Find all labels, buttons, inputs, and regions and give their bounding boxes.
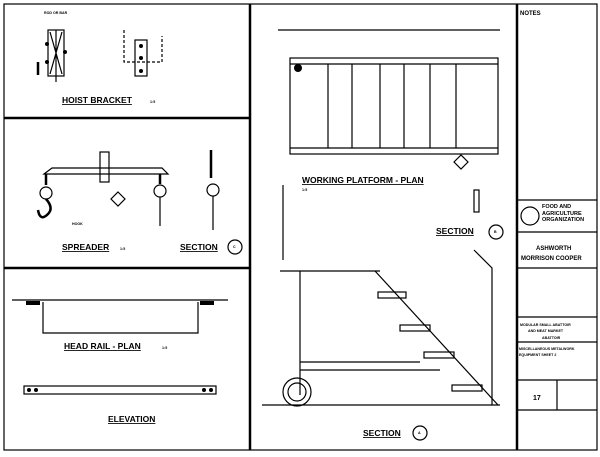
- head-rail-title: HEAD RAIL - PLAN: [64, 341, 141, 351]
- section-a-title: SECTION: [363, 428, 401, 438]
- hoist-bracket-scale: 1:5: [150, 100, 155, 104]
- working-platform-scale: 1:5: [302, 188, 307, 192]
- project-line1: MODULAR SMALL ABATTOIR: [520, 323, 571, 327]
- section-b-marker: B: [494, 230, 497, 234]
- head-rail-scale: 1:5: [162, 346, 167, 350]
- spreader-note: HOOK: [72, 222, 83, 226]
- drawing-number: 17: [533, 395, 541, 402]
- section-a-marker: A: [418, 431, 421, 435]
- project-line2: AND MEAT MARKET: [528, 329, 564, 333]
- head-rail-view: HEAD RAIL - PLAN 1:5 ELEVATION: [12, 299, 228, 424]
- spreader-view: HOOK SPREADER 1:5 SECTION C: [36, 150, 243, 255]
- title-block: NOTES ASHWORTH MORRISON COOPER MODULAR S…: [517, 11, 597, 411]
- sheet-title-line2: EQUIPMENT SHEET 2: [519, 353, 556, 357]
- section-c-title: SECTION: [180, 242, 218, 252]
- section-a-view: SECTION A: [262, 185, 500, 441]
- elevation-title: ELEVATION: [108, 414, 155, 424]
- hoist-bracket-title: HOIST BRACKET: [62, 95, 133, 105]
- sheet-title-line1: MISCELLANEOUS METALWORK: [519, 347, 575, 351]
- spreader-scale: 1:5: [120, 247, 125, 251]
- hoist-bracket-view: ROD OR BAR HOIST BRACKET 1:5: [36, 11, 163, 105]
- project-line3: ABATTOIR: [542, 336, 561, 340]
- notes-heading: NOTES: [520, 11, 541, 17]
- section-c-marker: C: [233, 245, 236, 249]
- org-logo-icon: [520, 206, 540, 226]
- spreader-title: SPREADER: [62, 242, 109, 252]
- org-label: FOOD AND AGRICULTURE ORGANIZATION: [542, 204, 585, 223]
- firm-line1: ASHWORTH: [536, 246, 571, 252]
- working-platform-view: WORKING PLATFORM - PLAN 1:5 SECTION B: [278, 29, 504, 240]
- hoist-note: ROD OR BAR: [44, 11, 68, 15]
- working-platform-title: WORKING PLATFORM - PLAN: [302, 175, 424, 185]
- firm-line2: MORRISON COOPER: [521, 256, 582, 262]
- sheet-border: [3, 3, 598, 451]
- section-b-title: SECTION: [436, 226, 474, 236]
